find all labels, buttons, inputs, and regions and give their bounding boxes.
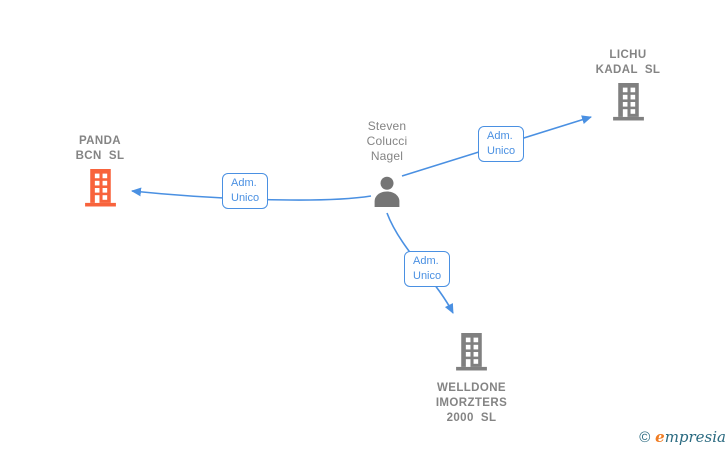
company-node-lichu-kadal-sl[interactable]: LICHU KADAL SL xyxy=(568,48,688,126)
brand-initial: e xyxy=(655,428,665,446)
person-icon xyxy=(372,176,402,207)
edge-label-adm-unico-welldone: Adm. Unico xyxy=(404,251,451,287)
company-node-panda-bcn-sl[interactable]: PANDA BCN SL xyxy=(40,134,160,212)
empresia-logo[interactable]: © empresia xyxy=(639,428,726,447)
company-name: PANDA BCN SL xyxy=(75,135,125,162)
edge-label-adm-unico-lichu: Adm. Unico xyxy=(478,126,525,162)
company-node-welldone-imorzters-2000-sl[interactable]: WELLDONE IMORZTERS 2000 SL xyxy=(414,333,529,426)
person-name: Steven Colucci Nagel xyxy=(366,119,408,163)
person-node-steven-colucci-nagel[interactable]: Steven Colucci Nagel xyxy=(337,119,437,212)
edge-label-adm-unico-panda: Adm. Unico xyxy=(222,173,269,209)
copyright-icon: © xyxy=(639,429,651,446)
company-name: LICHU KADAL SL xyxy=(595,49,661,76)
building-icon xyxy=(455,333,488,371)
building-icon xyxy=(84,169,117,207)
brand-text: mpresia xyxy=(664,428,726,446)
building-icon xyxy=(612,83,645,121)
company-name: WELLDONE IMORZTERS 2000 SL xyxy=(435,382,508,424)
